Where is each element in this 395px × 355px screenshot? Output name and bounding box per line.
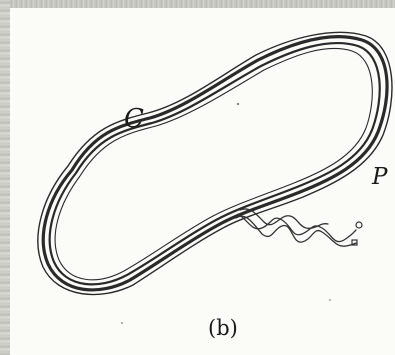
loop-strand-third: [38, 32, 392, 294]
label-circle-c: C: [124, 104, 144, 134]
loop-strand-fourth: [55, 48, 372, 279]
loop-strand-outer: [43, 37, 387, 290]
tail-end-loop-upper: [356, 222, 362, 228]
label-plasmid-p: P: [372, 164, 387, 190]
scan-speck: [121, 322, 123, 324]
supercoil-strand-a: [238, 214, 356, 242]
scan-speck: [237, 103, 239, 105]
scan-speck: [329, 299, 330, 300]
loop-strand-inner: [50, 43, 380, 284]
figure-caption: (b): [208, 316, 238, 340]
